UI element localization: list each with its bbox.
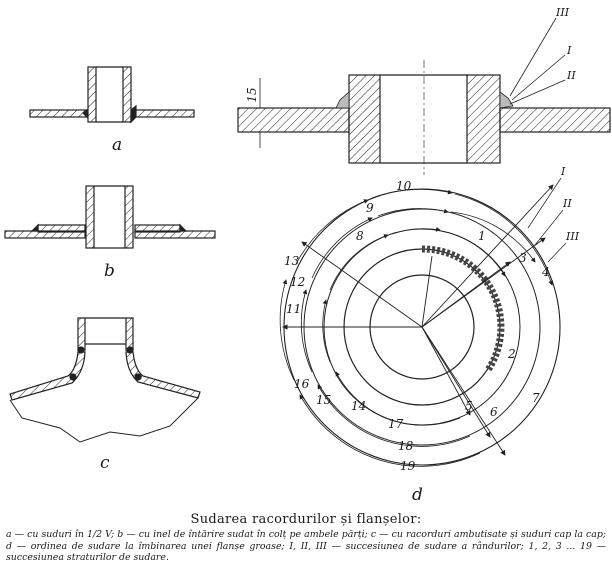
weld-number-6: 6 <box>490 405 498 419</box>
figure-caption: Sudarea racordurilor și flanșelor: a — c… <box>0 512 612 564</box>
weld-number-9: 9 <box>366 201 374 215</box>
weld-number-15: 15 <box>316 393 331 407</box>
panel-c-drawing <box>9 317 201 443</box>
thickness-dimension-label: 15 <box>245 87 259 102</box>
weld-number-13: 13 <box>284 254 300 268</box>
weld-number-17: 17 <box>388 417 404 431</box>
weld-number-2: 2 <box>507 347 516 361</box>
weld-number-7: 7 <box>532 391 540 405</box>
weld-number-8: 8 <box>356 229 364 243</box>
panel-d-label: d <box>412 485 423 505</box>
weld-number-1: 1 <box>478 229 486 243</box>
weld-number-3: 3 <box>519 251 527 265</box>
weld-number-18: 18 <box>398 439 414 453</box>
panel-c-label: c <box>100 453 110 473</box>
weld-number-16: 16 <box>294 377 310 391</box>
weld-number-14: 14 <box>351 399 366 413</box>
panel-a-drawing <box>29 66 195 124</box>
weld-number-4: 4 <box>541 265 550 279</box>
ring-label-i: I <box>560 165 566 178</box>
caption-title: Sudarea racordurilor și flanșelor: <box>190 512 422 527</box>
section-pass-label-iii: III <box>555 6 570 19</box>
weld-number-11: 11 <box>286 302 301 316</box>
ring-label-iii: III <box>565 230 580 243</box>
weld-number-19: 19 <box>400 459 416 473</box>
caption-body: a — cu suduri în 1/2 V; b — cu inel de î… <box>6 529 606 563</box>
weld-number-10: 10 <box>396 179 412 193</box>
section-pass-label-ii: II <box>566 69 576 82</box>
flange-plan-drawing <box>279 184 561 467</box>
section-pass-label-i: I <box>566 44 572 57</box>
weld-number-12: 12 <box>290 275 305 289</box>
panel-b-drawing <box>4 185 216 249</box>
weld-number-5: 5 <box>465 399 473 413</box>
panel-a-label: a <box>112 135 122 155</box>
ring-label-ii: II <box>562 197 572 210</box>
flange-section-drawing <box>237 17 611 175</box>
panel-b-label: b <box>104 261 115 281</box>
